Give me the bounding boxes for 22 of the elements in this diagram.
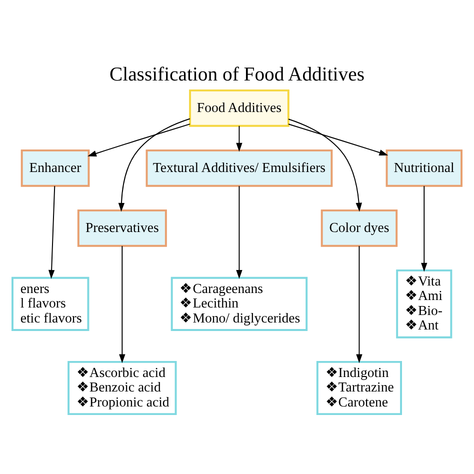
node-box: Preservatives	[77, 208, 167, 246]
node-box: ❖Ascorbic acid ❖Benzoic acid ❖Propionic acid	[68, 360, 177, 415]
arrow	[421, 185, 428, 272]
node-box: ❖Carageenans ❖Lecithin ❖Mono/ diglycerides	[170, 276, 308, 330]
node-box: eners l flavors etic flavors	[12, 276, 90, 330]
arrow	[236, 124, 242, 152]
arrow	[288, 118, 362, 212]
arrow	[236, 185, 242, 278]
node-box: Textural Additives/ Emulsifiers	[146, 148, 333, 186]
diagram-title: Classification of Food Additives	[110, 63, 364, 86]
node-box: Nutritional	[386, 148, 462, 186]
arrow	[48, 185, 56, 278]
node-box: ❖Indigotin ❖Tartrazine ❖Carotene	[316, 360, 402, 415]
arrow	[118, 118, 190, 212]
arrow	[88, 123, 190, 156]
arrow	[119, 245, 126, 363]
node-box: Color dyes	[320, 208, 398, 246]
node-box: Food Additives	[189, 88, 290, 126]
node-box: ❖Vita ❖Ami ❖Bio- ❖Ant	[396, 268, 452, 338]
node-box: Enhancer	[20, 148, 90, 186]
arrow	[288, 123, 388, 156]
arrow	[356, 245, 362, 363]
